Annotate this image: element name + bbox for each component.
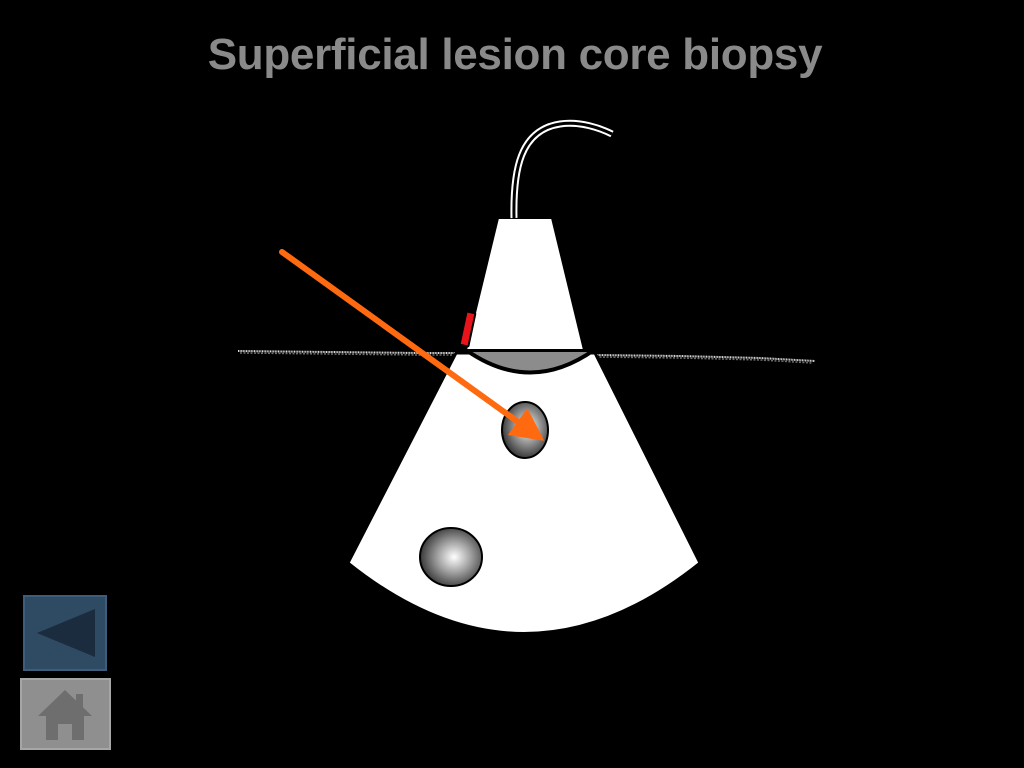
ultrasound-probe [464,217,586,351]
probe-cable [510,119,614,219]
home-button[interactable] [20,678,111,750]
skin-line-texture [239,352,813,364]
deep-lesion [419,527,483,587]
slide-title: Superficial lesion core biopsy [207,30,823,79]
back-button[interactable] [23,595,107,671]
probe-orientation-marker [458,310,477,348]
ultrasound-beam-field [346,351,702,635]
left-triangle-icon [23,595,107,671]
house-icon [20,678,111,750]
needle-trajectory-arrow [279,249,545,441]
probe-cable-core [512,121,613,219]
coupling-gel [459,348,601,375]
